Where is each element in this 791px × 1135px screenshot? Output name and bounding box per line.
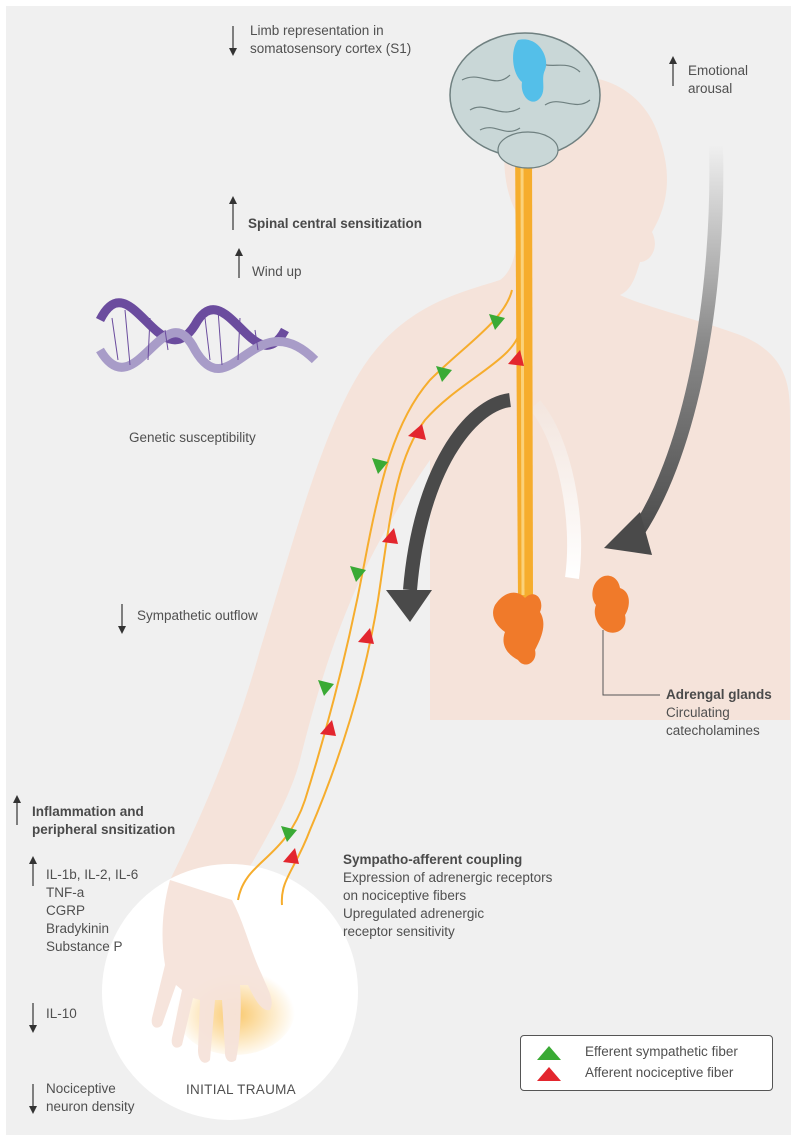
nociceptive-density-line-1: Nociceptive — [28, 1080, 135, 1098]
legend: Efferent sympathetic fiber Afferent noci… — [520, 1035, 773, 1091]
legend-afferent-text: Afferent nociceptive fiber — [585, 1065, 733, 1080]
dna-helix — [100, 303, 315, 369]
inflammation-line-2: peripheral snsitization — [12, 821, 175, 839]
decrease-arrow-icon — [117, 604, 127, 634]
mediator-item: TNF-a — [28, 884, 138, 902]
red-triangle-icon — [537, 1067, 561, 1081]
increase-arrow-icon — [228, 196, 238, 230]
adrenal-label: Adrengal glands Circulating catecholamin… — [666, 686, 772, 740]
decrease-arrow-icon — [28, 1084, 38, 1114]
sympathetic-outflow-arrowhead — [386, 590, 432, 622]
limb-representation-line-1: Limb representation in — [228, 22, 411, 40]
afferent-triangle — [283, 848, 299, 864]
wind-up-label: Wind up — [252, 263, 302, 281]
mediator-item: IL-1b, IL-2, IL-6 — [28, 866, 138, 884]
mediator-item: Bradykinin — [28, 920, 138, 938]
il10-label: IL-10 — [46, 1005, 77, 1023]
coupling-line: receptor sensitivity — [343, 923, 552, 941]
emotional-arousal-label: Emotional arousal — [668, 62, 748, 98]
adrenal-title: Adrengal glands — [666, 686, 772, 704]
limb-representation-line-2: somatosensory cortex (S1) — [228, 40, 411, 58]
adrenal-sub-line-2: catecholamines — [666, 722, 772, 740]
spinal-sensitization-label: Spinal central sensitization — [248, 215, 422, 233]
genetic-susceptibility-label: Genetic susceptibility — [129, 429, 256, 447]
coupling-title: Sympatho-afferent coupling — [343, 851, 552, 869]
sympathetic-outflow-label: Sympathetic outflow — [137, 607, 258, 625]
inflammation-label: Inflammation and peripheral snsitization — [12, 803, 175, 839]
spinal-cord — [515, 140, 533, 600]
nociceptive-density-line-2: neuron density — [28, 1098, 135, 1116]
increase-arrow-icon — [28, 856, 38, 886]
inflammation-line-1: Inflammation and — [12, 803, 175, 821]
green-triangle-icon — [537, 1046, 561, 1060]
coupling-line: Expression of adrenergic receptors — [343, 869, 552, 887]
increase-arrow-icon — [668, 56, 678, 86]
increase-arrow-icon — [12, 795, 22, 825]
decrease-arrow-icon — [228, 26, 238, 56]
coupling-label: Sympatho-afferent coupling Expression of… — [343, 851, 552, 941]
nociceptive-density-label: Nociceptive neuron density — [28, 1080, 135, 1116]
mediator-item: Substance P — [28, 938, 138, 956]
body-silhouette — [170, 77, 790, 900]
decrease-arrow-icon — [28, 1003, 38, 1033]
efferent-triangle — [318, 680, 334, 696]
increase-arrow-icon — [234, 248, 244, 278]
emotional-arousal-line-2: arousal — [668, 80, 748, 98]
adrenal-sub-line-1: Circulating — [666, 704, 772, 722]
coupling-line: Upregulated adrenergic — [343, 905, 552, 923]
mediators-list: IL-1b, IL-2, IL-6 TNF-a CGRP Bradykinin … — [28, 866, 138, 956]
emotional-arousal-line-1: Emotional — [668, 62, 748, 80]
mediator-item: CGRP — [28, 902, 138, 920]
legend-efferent-text: Efferent sympathetic fiber — [585, 1044, 738, 1059]
initial-trauma-label: INITIAL TRAUMA — [186, 1081, 296, 1099]
coupling-line: on nociceptive fibers — [343, 887, 552, 905]
limb-representation-label: Limb representation in somatosensory cor… — [228, 22, 411, 58]
